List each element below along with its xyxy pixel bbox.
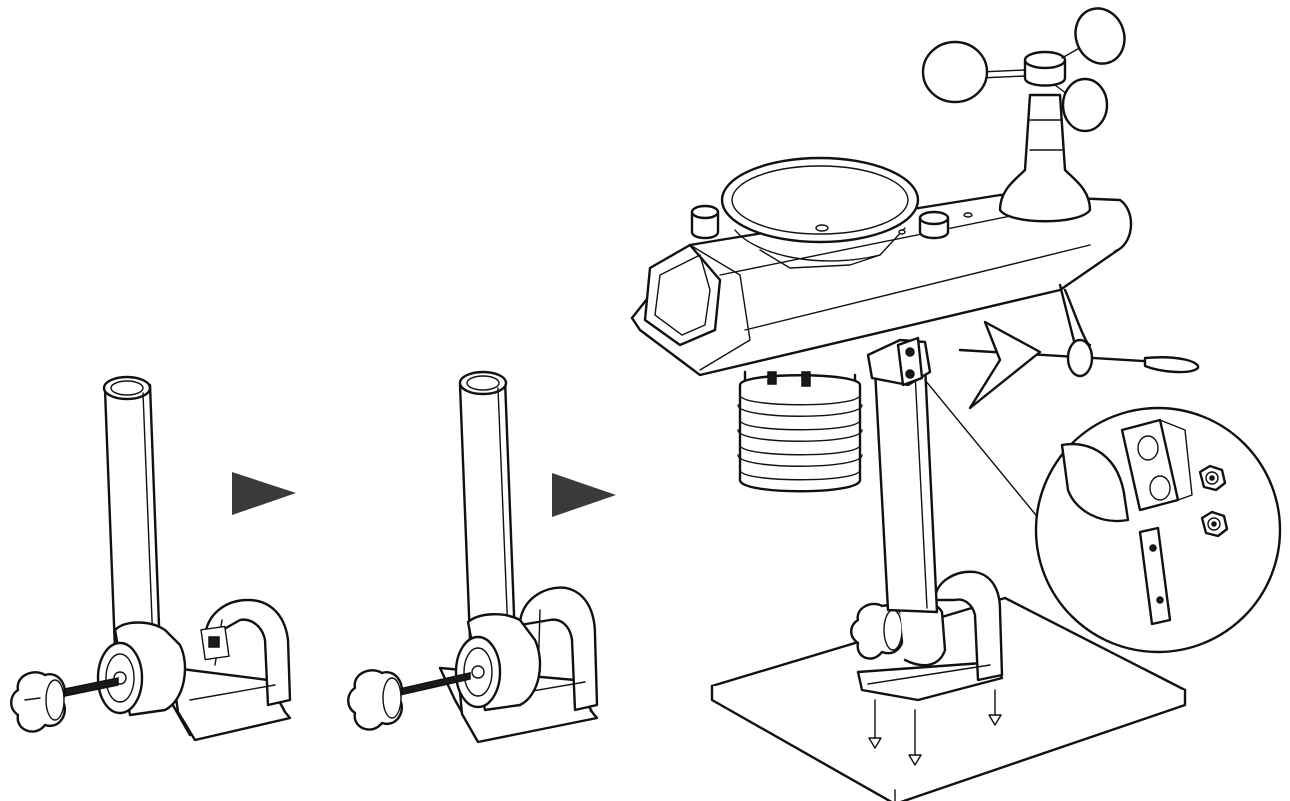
inset-strap-plate [1138, 526, 1172, 626]
step2-pole [458, 370, 517, 642]
next-step-arrow-icon [552, 473, 616, 517]
inset-nut-bottom [1200, 510, 1229, 538]
wind-vane [958, 283, 1200, 410]
step1-elbow-socket [96, 621, 187, 717]
step3-pole [873, 363, 939, 614]
rain-gauge-funnel [720, 156, 920, 269]
step2-knob [347, 669, 404, 731]
sensor-main-body [630, 193, 1133, 377]
step1-knob [10, 671, 67, 733]
step1-pole [102, 375, 162, 654]
radiation-shield [737, 370, 863, 493]
board-screws [868, 689, 1002, 766]
detail-inset [1034, 406, 1282, 654]
step-2-assembly [347, 370, 599, 744]
step3-base-bracket [856, 570, 1004, 702]
step3-knob [850, 600, 947, 667]
step2-elbow-socket [454, 613, 542, 712]
inset-bracket [1060, 418, 1193, 523]
step-3-assembly [630, 7, 1282, 801]
anemometer-cups [921, 7, 1126, 133]
detail-leader-line [924, 379, 1041, 521]
next-step-arrow-icon [232, 472, 296, 515]
step-1-assembly [10, 375, 292, 742]
anemometer-mast [998, 93, 1092, 223]
inset-nut-top [1198, 464, 1227, 492]
body-sensors [690, 204, 973, 240]
pole-top-clamp [866, 336, 932, 387]
solar-panel [643, 243, 722, 347]
